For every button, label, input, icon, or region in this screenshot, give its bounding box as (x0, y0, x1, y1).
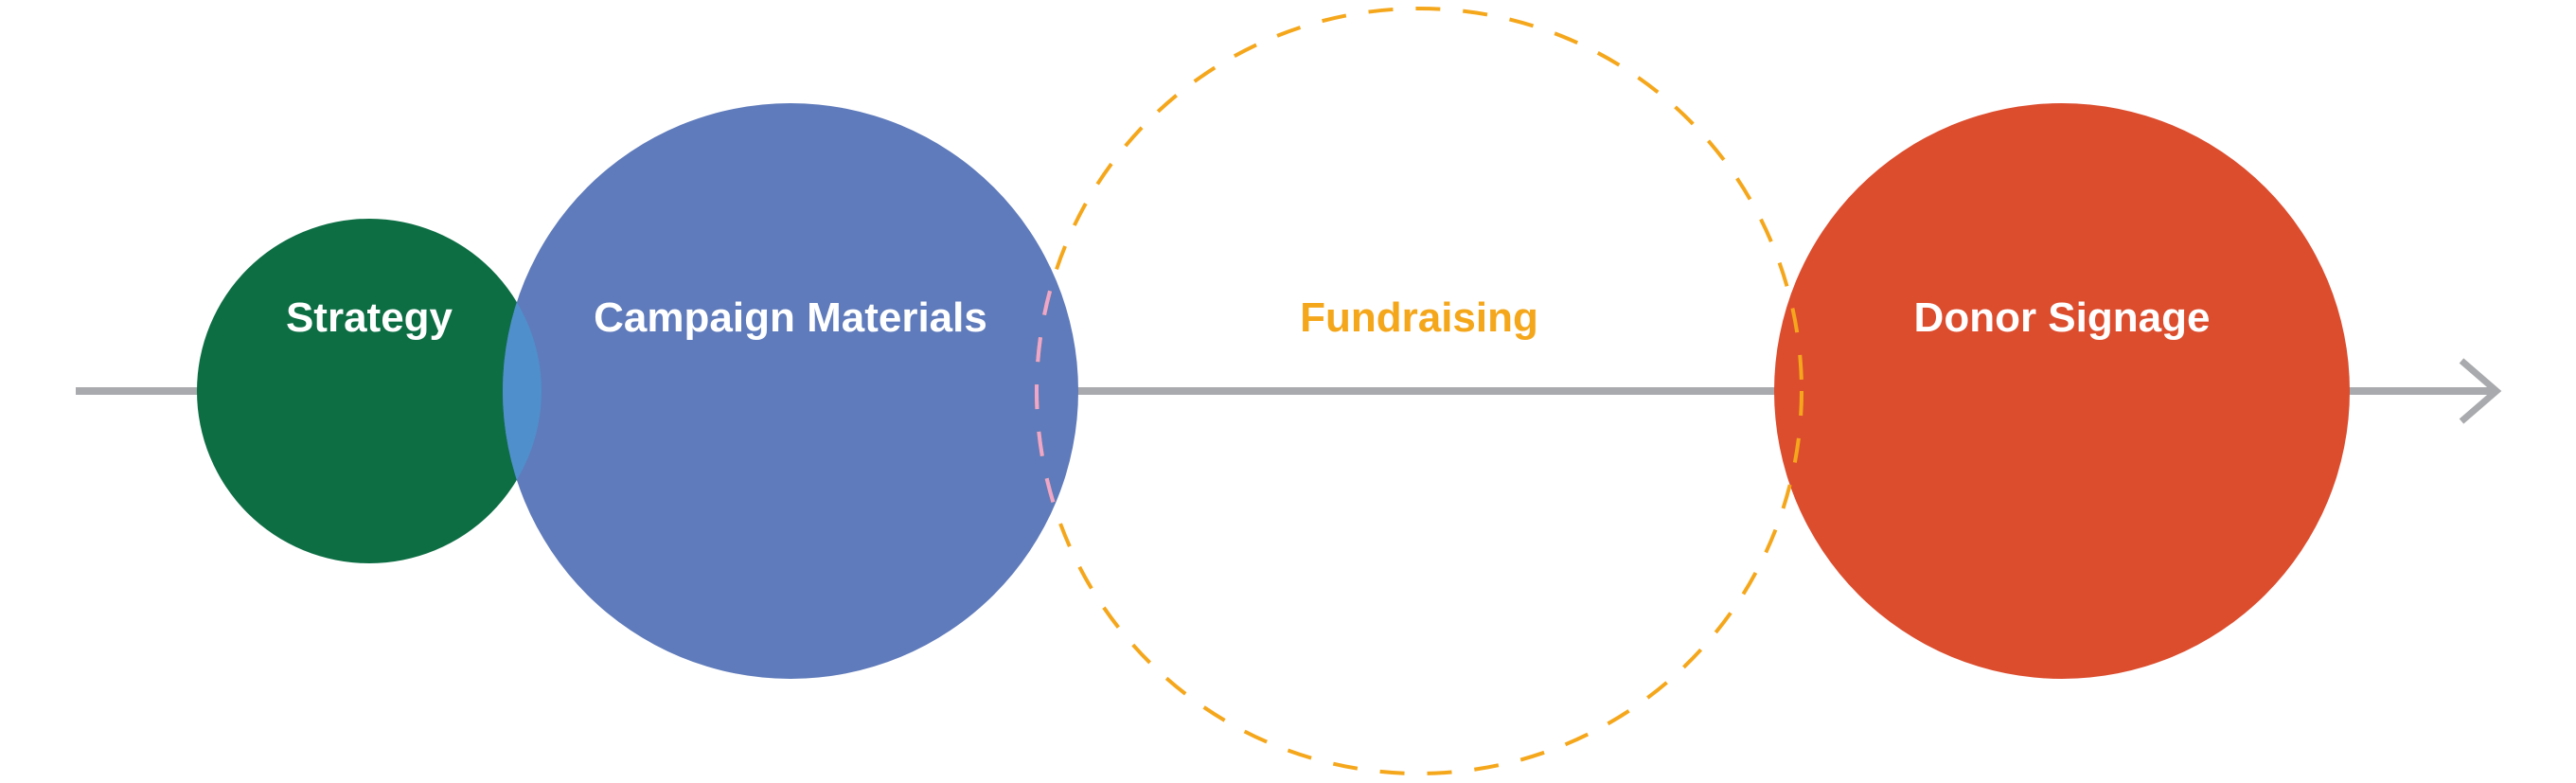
donor-signage-circle (1774, 103, 2350, 679)
arrow-head-icon (2459, 358, 2502, 424)
strategy-circle (197, 219, 542, 563)
fundraising-label: Fundraising (1300, 294, 1538, 341)
strategy-label: Strategy (286, 294, 453, 341)
campaign-materials-circle (503, 103, 1078, 679)
campaign-materials-label: Campaign Materials (594, 294, 987, 341)
fundraising-dashed-overlap (1035, 103, 1078, 679)
donor-signage-label: Donor Signage (1914, 294, 2211, 341)
